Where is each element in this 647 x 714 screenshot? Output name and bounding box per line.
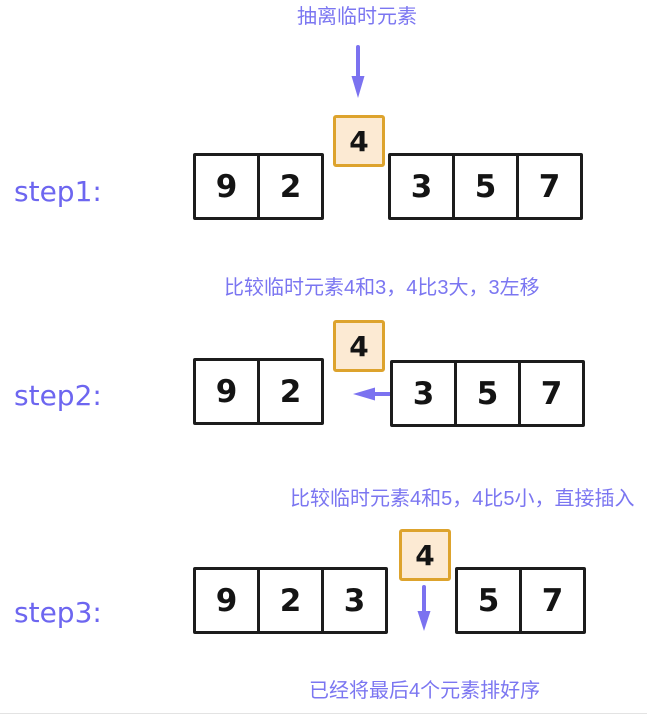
annotation-extract-temp-element: 抽离临时元素 (297, 6, 417, 28)
array-cell: 7 (518, 360, 585, 427)
annotation-compare-4-and-3: 比较临时元素4和3，4比3大，3左移 (224, 277, 540, 299)
annotation-compare-4-and-5: 比较临时元素4和5，4比5小，直接插入 (290, 488, 635, 510)
array-cell: 3 (388, 153, 455, 220)
array-cell: 7 (519, 567, 586, 634)
array-cell: 3 (390, 360, 457, 427)
step2-temp-box: 4 (333, 320, 385, 372)
array-cell: 5 (455, 567, 522, 634)
down-arrow-icon (351, 45, 365, 98)
step2-right-array: 3 5 7 (390, 360, 585, 427)
step3-temp-box: 4 (399, 529, 451, 581)
step2-left-array: 9 2 (193, 358, 324, 425)
step1-label: step1: (14, 175, 102, 208)
array-cell: 7 (516, 153, 583, 220)
step2-label: step2: (14, 379, 102, 412)
step1-temp-box: 4 (333, 115, 385, 167)
array-cell: 2 (257, 153, 324, 220)
down-arrow-icon (417, 585, 431, 631)
step3-label: step3: (14, 596, 102, 629)
step1-right-array: 3 5 7 (388, 153, 583, 220)
array-cell: 5 (452, 153, 519, 220)
array-cell: 5 (454, 360, 521, 427)
step3-left-array: 9 2 3 (193, 567, 388, 634)
array-cell: 3 (321, 567, 388, 634)
step1-left-array: 9 2 (193, 153, 324, 220)
array-cell: 9 (193, 567, 260, 634)
step3-right-array: 5 7 (455, 567, 586, 634)
array-cell: 2 (257, 567, 324, 634)
array-cell: 9 (193, 358, 260, 425)
array-cell: 2 (257, 358, 324, 425)
annotation-last-4-sorted: 已经将最后4个元素排好序 (309, 680, 541, 702)
array-cell: 9 (193, 153, 260, 220)
